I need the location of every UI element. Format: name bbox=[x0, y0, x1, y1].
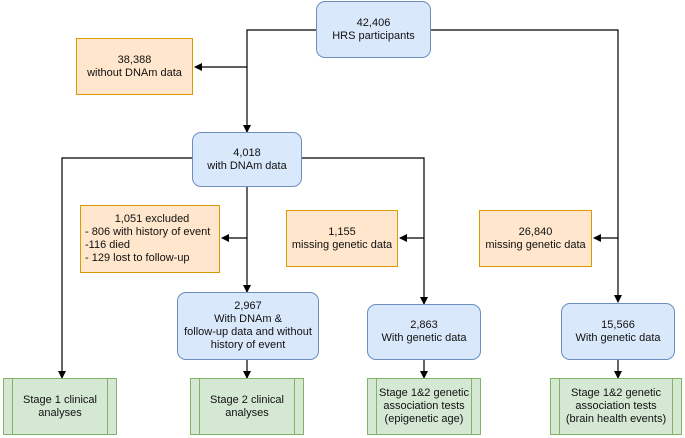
hrs-label: HRS participants bbox=[332, 29, 415, 42]
missing-genetic-1-label: missing genetic data bbox=[291, 238, 393, 251]
stage2-line-1: Stage 2 clinical bbox=[210, 393, 284, 406]
genetic-2-count: 15,566 bbox=[601, 318, 635, 331]
stage2-line-2: analyses bbox=[225, 406, 269, 419]
missing-genetic-1-node: 1,155 missing genetic data bbox=[286, 210, 398, 267]
missing-genetic-2-count: 26,840 bbox=[518, 225, 553, 238]
genetic-2-label: With genetic data bbox=[575, 331, 661, 344]
followup-line-3: history of event bbox=[210, 339, 286, 351]
followup-line-2: follow-up data and without bbox=[184, 326, 312, 338]
followup-node: 2,967 With DNAm & follow-up data and wit… bbox=[177, 292, 319, 360]
stage12-brain-node: Stage 1&2 genetic association tests (bra… bbox=[550, 378, 682, 435]
genetic-1-label: With genetic data bbox=[381, 332, 467, 344]
genetic-2-node: 15,566 With genetic data bbox=[561, 303, 675, 360]
stage12-epi-line-2: association tests bbox=[383, 400, 465, 412]
stage12-epi-line-1: Stage 1&2 genetic bbox=[379, 387, 469, 399]
excluded-node: 1,051 excluded - 806 with history of eve… bbox=[80, 205, 220, 273]
missing-genetic-2-node: 26,840 missing genetic data bbox=[479, 210, 592, 267]
arrow-dnam-to-stage1 bbox=[58, 157, 192, 379]
hrs-participants-node: 42,406 HRS participants bbox=[316, 1, 431, 58]
stage12-brain-line-3: (brain health events) bbox=[565, 413, 667, 425]
excluded-lost: - 129 lost to follow-up bbox=[85, 252, 190, 264]
stage12-brain-line-1: Stage 1&2 genetic bbox=[571, 387, 661, 399]
followup-count: 2,967 bbox=[234, 300, 262, 312]
arrow-hrs-to-genetic-2 bbox=[431, 29, 622, 303]
with-dnam-count: 4,018 bbox=[233, 146, 261, 159]
stage2-clinical-node: Stage 2 clinical analyses bbox=[190, 378, 304, 435]
genetic-1-count: 2,863 bbox=[410, 319, 438, 331]
excluded-title: 1,051 excluded bbox=[114, 213, 190, 225]
excluded-died: -116 died bbox=[85, 239, 131, 251]
with-dnam-node: 4,018 with DNAm data bbox=[192, 132, 302, 187]
stage12-epigenetic-node: Stage 1&2 genetic association tests (epi… bbox=[367, 378, 481, 435]
arrow-hrs-to-dnam bbox=[243, 29, 316, 133]
without-dnam-label: without DNAm data bbox=[87, 66, 182, 79]
missing-genetic-1-count: 1,155 bbox=[328, 225, 356, 238]
without-dnam-count: 38,388 bbox=[117, 53, 152, 66]
genetic-1-node: 2,863 With genetic data bbox=[367, 304, 481, 360]
followup-line-1: With DNAm & bbox=[214, 313, 282, 325]
arrow-dnam-to-genetic-1 bbox=[302, 157, 428, 305]
stage12-epi-line-3: (epigenetic age) bbox=[384, 413, 464, 425]
stage12-brain-line-2: association tests bbox=[575, 400, 657, 412]
stage1-line-2: analyses bbox=[38, 406, 82, 419]
stage1-clinical-node: Stage 1 clinical analyses bbox=[3, 378, 117, 435]
stage1-line-1: Stage 1 clinical bbox=[23, 393, 97, 406]
with-dnam-label: with DNAm data bbox=[207, 159, 287, 172]
without-dnam-node: 38,388 without DNAm data bbox=[76, 38, 193, 95]
missing-genetic-2-label: missing genetic data bbox=[485, 238, 586, 251]
hrs-count: 42,406 bbox=[356, 16, 391, 29]
excluded-history: - 806 with history of event bbox=[85, 226, 211, 238]
